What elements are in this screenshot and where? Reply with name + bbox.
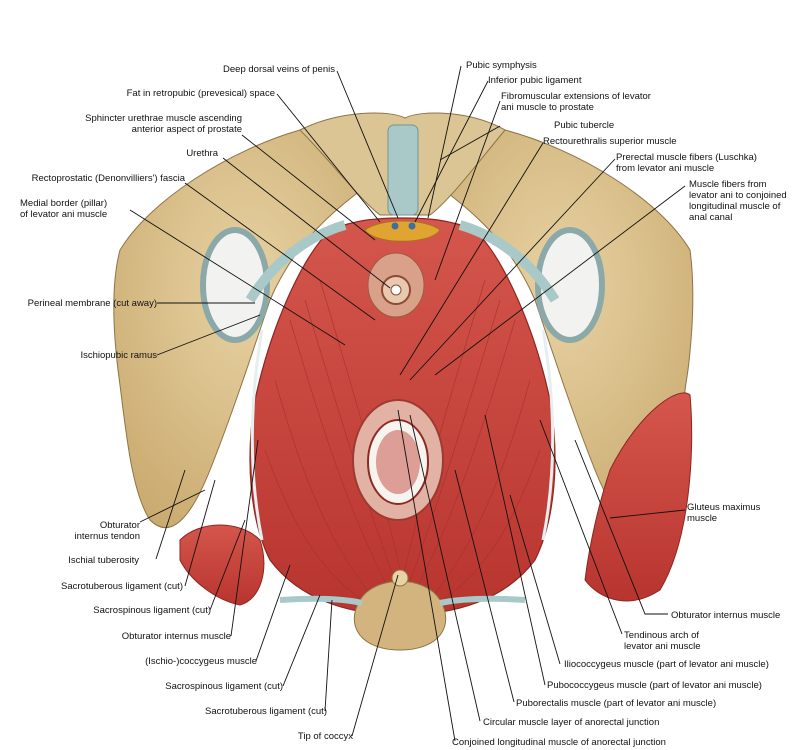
label-rectoprostatic-fascia: Rectoprostatic (Denonvilliers') fascia (31, 173, 185, 184)
label-inferior-pubic-ligament: Inferior pubic ligament (488, 75, 582, 86)
label-sacrotuberous-bottom: Sacrotuberous ligament (cut) (205, 706, 327, 717)
urethra-lumen (390, 284, 402, 296)
label-iliococcygeus: Iliococcygeus muscle (part of levator an… (564, 659, 769, 670)
label-tip-coccyx: Tip of coccyx (297, 731, 353, 742)
label-pubococcygeus: Pubococcygeus muscle (part of levator an… (547, 680, 762, 691)
label-ischio-coccygeus: (Ischio-)coccygeus muscle (145, 656, 257, 667)
label-puborectalis: Puborectalis muscle (part of levator ani… (516, 698, 717, 709)
left-gluteal-muscle (179, 524, 265, 606)
label-gluteus-maximus: Gluteus maximus muscle (687, 502, 761, 524)
obturator-foramen-right (535, 227, 605, 343)
label-circular-muscle: Circular muscle layer of anorectal junct… (483, 717, 660, 728)
label-pubic-symphysis: Pubic symphysis (466, 60, 537, 71)
label-deep-dorsal-veins: Deep dorsal veins of penis (223, 64, 335, 75)
tendinous-arch-left (250, 329, 264, 541)
label-sacrospinous-bottom: Sacrospinous ligament (cut) (165, 681, 283, 692)
label-fibromuscular-extensions: Fibromuscular extensions of levator ani … (501, 91, 651, 113)
label-conjoined-longitudinal: Conjoined longitudinal muscle of anorect… (452, 737, 666, 748)
anal-mucosa (376, 430, 420, 494)
leader-lines (129, 65, 686, 742)
dorsal-vein-1 (391, 222, 399, 230)
retropubic-fat (364, 220, 441, 242)
label-pubic-tubercle: Pubic tubercle (554, 120, 615, 131)
label-ischiopubic-ramus: Ischiopubic ramus (80, 350, 157, 361)
gluteus-maximus-muscle (584, 392, 693, 602)
label-perineal-membrane: Perineal membrane (cut away) (27, 298, 157, 309)
label-tendinous-arch: Tendinous arch of levator ani muscle (624, 630, 701, 652)
perineal-membrane-right (458, 220, 560, 303)
label-obturator-internus-right: Obturator internus muscle (671, 610, 781, 621)
sacrospinous-ligament-right (439, 595, 526, 606)
label-muscle-fibers-conjoined: Muscle fibers from levator ani to conjoi… (689, 179, 787, 223)
label-obturator-internus-left: Obturator internus muscle (121, 631, 231, 642)
label-ischial-tuberosity: Ischial tuberosity (68, 555, 139, 566)
dorsal-vein-2 (408, 222, 416, 230)
label-sacrotuberous-left: Sacrotuberous ligament (cut) (61, 581, 183, 592)
label-obturator-internus-tendon: Obturator internus tendon (74, 520, 141, 542)
label-sacrospinous-left: Sacrospinous ligament (cut) (93, 605, 211, 616)
coccyx (353, 580, 447, 651)
label-prerectal-fibers: Prerectal muscle fibers (Luschka) from l… (616, 152, 757, 174)
label-medial-border: Medial border (pillar) of levator ani mu… (20, 198, 108, 220)
obturator-foramen-left (200, 227, 270, 343)
label-rectourethralis: Rectourethralis superior muscle (543, 136, 677, 147)
sacrospinous-ligament-left (279, 595, 363, 606)
label-sphincter-urethrae: Sphincter urethrae muscle ascending ante… (85, 113, 242, 135)
perineal-membrane-left (245, 220, 347, 303)
pubic-symphysis (387, 124, 419, 216)
label-urethra: Urethra (186, 148, 218, 159)
label-fat-retropubic: Fat in retropubic (prevesical) space (126, 88, 275, 99)
tendinous-arch-right (541, 329, 555, 541)
coccyx-tip (391, 569, 409, 587)
